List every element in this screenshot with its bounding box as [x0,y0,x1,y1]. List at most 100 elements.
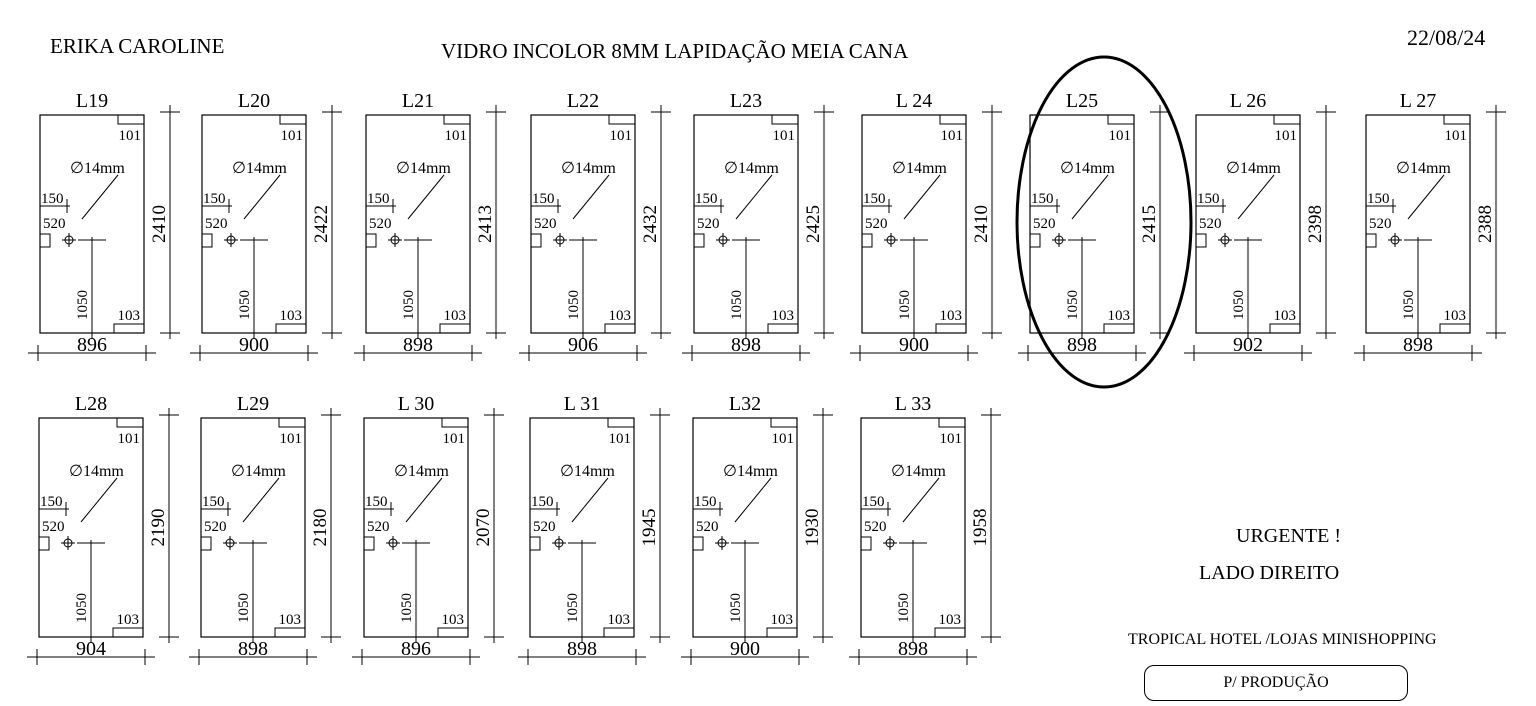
panel-label: L 30 [398,393,434,415]
panel-label: L21 [402,90,434,112]
drawing-date: 22/08/24 [1407,25,1486,50]
hole-leader-line [735,174,773,220]
offset-150-label: 150 [202,494,225,510]
hole-leader-line [243,174,281,220]
lock-notch [694,233,705,248]
panel-width-label: 896 [77,334,107,356]
panel-height-label: 2432 [640,205,661,243]
panel-height-label: 2388 [1475,205,1496,243]
top-hinge-notch [771,115,798,125]
bottom-hinge-notch [767,323,798,333]
bottom-notch-label: 103 [279,612,302,628]
bottom-notch-label: 103 [1274,308,1297,324]
top-hinge-notch [1273,115,1300,125]
hole-leader-line [405,477,443,523]
top-notch-label: 101 [610,128,633,144]
panel-width-label: 896 [401,638,431,660]
hole-leader-line [81,174,119,220]
offset-150-label: 150 [365,494,388,510]
offset-520-label: 520 [865,216,888,232]
panel-width-label: 898 [898,638,928,660]
panel-label: L29 [237,393,269,415]
hole-leader-line [1071,174,1109,220]
top-notch-label: 101 [118,431,141,447]
offset-150-label: 150 [1367,191,1390,207]
offset-150-label: 150 [531,494,554,510]
lock-notch [861,536,872,551]
offset-520-label: 520 [533,519,556,535]
offset-520-label: 520 [205,216,228,232]
offset-150-label: 150 [695,191,718,207]
panel-width-label: 900 [899,334,929,356]
bottom-hinge-notch [935,323,966,333]
offset-1050-label: 1050 [401,290,417,320]
project-name: TROPICAL HOTEL /LOJAS MINISHOPPING [1128,631,1437,648]
top-hinge-notch [770,418,797,428]
lock-notch [693,536,704,551]
panel-width-label: 904 [76,638,106,660]
offset-520-label: 520 [864,519,887,535]
top-notch-label: 101 [773,128,796,144]
bottom-notch-label: 103 [939,612,962,628]
top-notch-label: 101 [119,128,142,144]
offset-520-label: 520 [534,216,557,232]
panel-label: L22 [567,90,599,112]
bottom-notch-label: 103 [609,308,632,324]
hole-leader-line [242,477,280,523]
lock-notch [531,233,542,248]
hole-leader-line [407,174,445,220]
offset-520-label: 520 [696,519,719,535]
top-hinge-notch [608,115,635,125]
offset-1050-label: 1050 [237,290,253,320]
top-notch-label: 101 [772,431,795,447]
top-hinge-notch [1443,115,1470,125]
offset-1050-label: 1050 [399,593,415,623]
glass-spec: VIDRO INCOLOR 8MM LAPIDAÇÃO MEIA CANA [441,39,909,63]
panel-height-label: 1945 [639,509,660,547]
panel-label: L19 [76,90,108,112]
bottom-notch-label: 103 [444,308,467,324]
top-notch-label: 101 [445,128,468,144]
panel-height-label: 2070 [473,509,494,547]
hole-leader-line [903,174,941,220]
hole-leader-line [571,477,609,523]
side-note: LADO DIREITO [1199,562,1340,584]
bottom-hinge-notch [1439,323,1470,333]
bottom-hinge-notch [275,323,306,333]
hole-leader-line [902,477,940,523]
top-notch-label: 101 [941,128,964,144]
offset-1050-label: 1050 [1065,290,1081,320]
panel-width-label: 898 [731,334,761,356]
hole-leader-line [80,477,118,523]
panel-label: L20 [238,90,270,112]
lock-notch [364,536,375,551]
hole-leader-line [1407,174,1445,220]
hole-diameter-label: ∅14mm [231,463,286,480]
bottom-notch-label: 103 [117,612,140,628]
bottom-notch-label: 103 [118,308,141,324]
panel-label: L 33 [895,393,931,415]
bottom-hinge-notch [274,627,305,637]
panel-height-label: 2410 [149,205,170,243]
offset-1050-label: 1050 [236,593,252,623]
panel-height-label: 2410 [971,205,992,243]
offset-1050-label: 1050 [729,290,745,320]
urgent-note: URGENTE ! [1236,525,1341,547]
panel-label: L 24 [896,90,932,112]
offset-1050-label: 1050 [565,593,581,623]
bottom-hinge-notch [113,323,144,333]
bottom-hinge-notch [603,627,634,637]
lock-notch [202,233,213,248]
panel-width-label: 900 [239,334,269,356]
lock-notch [1196,233,1207,248]
hole-diameter-label: ∅14mm [561,160,616,177]
